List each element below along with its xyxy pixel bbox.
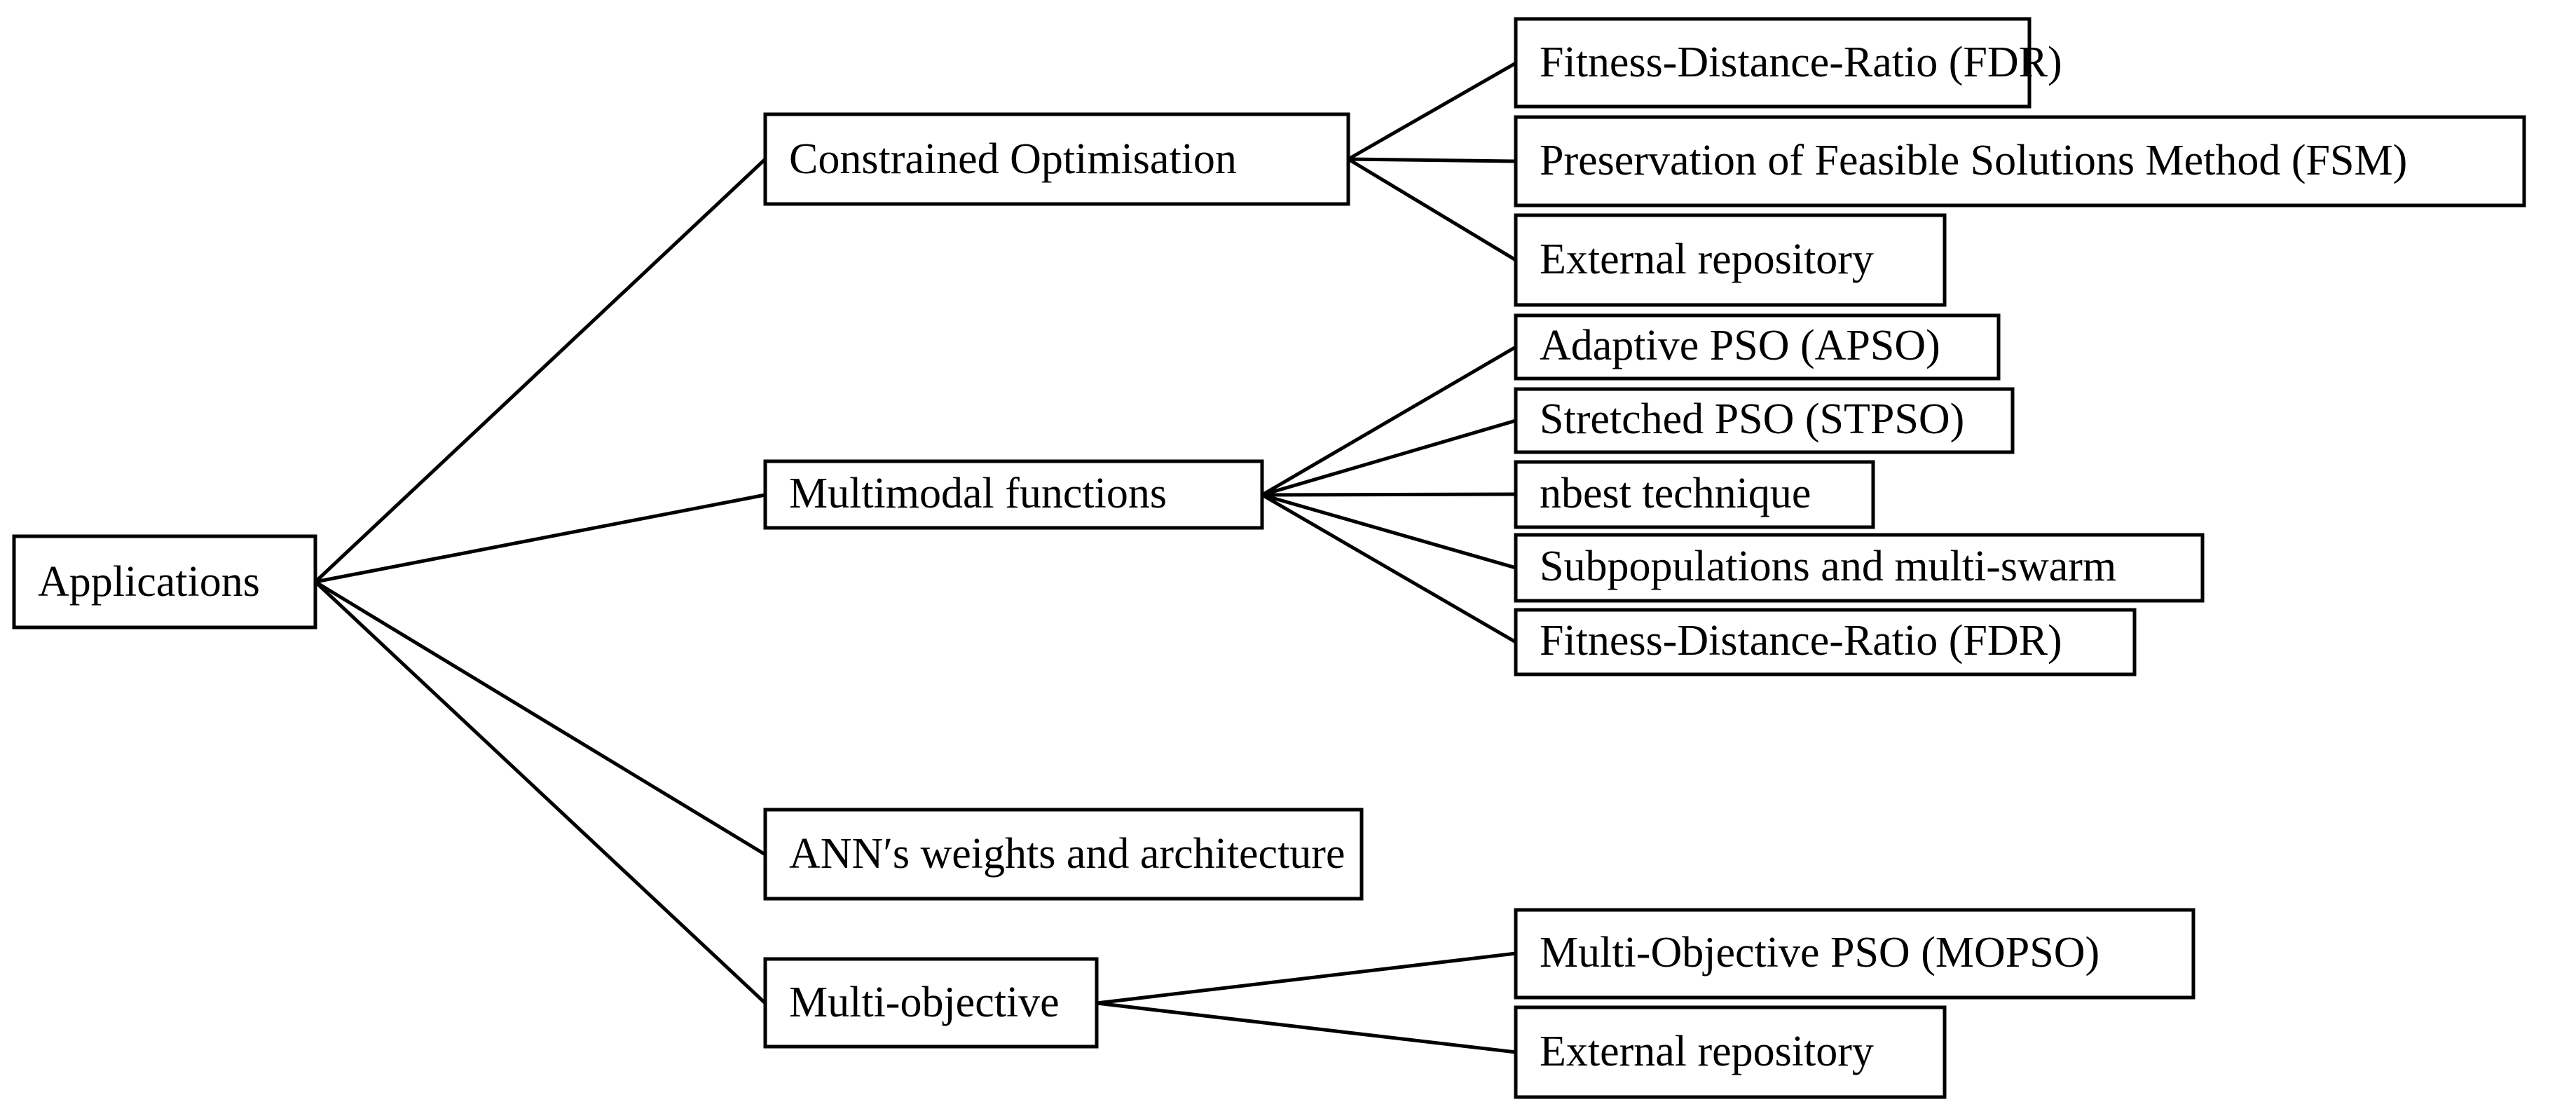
- node-label-external-repository-mo: External repository: [1540, 1028, 1874, 1075]
- node-fsm[interactable]: Preservation of Feasible Solutions Metho…: [1514, 115, 2526, 207]
- edge-group-constrained-optimisation: [1347, 61, 1517, 262]
- edge-applications-to-ann-weights-architecture: [314, 580, 767, 857]
- node-fdr-co[interactable]: Fitness-Distance-Ratio (FDR): [1514, 17, 2062, 109]
- node-multi-objective[interactable]: Multi-objective: [763, 957, 1099, 1049]
- node-label-subpopulations: Subpopulations and multi-swarm: [1540, 543, 2116, 590]
- node-box-fsm[interactable]: [1514, 115, 2526, 207]
- node-label-fdr-co: Fitness-Distance-Ratio (FDR): [1540, 39, 2062, 86]
- node-nbest[interactable]: nbest technique: [1514, 460, 1875, 529]
- node-label-ann-weights-architecture: ANN′s weights and architecture: [789, 830, 1345, 878]
- edge-multi-objective-to-mopso: [1096, 951, 1516, 1005]
- edge-constrained-optimisation-to-fsm: [1348, 157, 1516, 163]
- node-box-stpso[interactable]: [1514, 387, 2015, 454]
- node-apso[interactable]: Adaptive PSO (APSO): [1514, 313, 2001, 381]
- edge-multi-objective-to-external-repository-mo: [1096, 1001, 1516, 1054]
- node-box-fdr-mm[interactable]: [1514, 608, 2137, 676]
- node-box-multimodal-functions[interactable]: [763, 459, 1264, 530]
- node-applications[interactable]: Applications: [12, 534, 317, 630]
- edge-multimodal-functions-to-apso: [1261, 345, 1517, 497]
- node-label-stpso: Stretched PSO (STPSO): [1540, 395, 1964, 443]
- node-label-nbest: nbest technique: [1540, 470, 1811, 517]
- node-constrained-optimisation[interactable]: Constrained Optimisation: [763, 112, 1350, 206]
- edge-group-multi-objective: [1096, 951, 1516, 1054]
- node-box-constrained-optimisation[interactable]: [763, 112, 1350, 206]
- edge-constrained-optimisation-to-fdr-co: [1347, 61, 1517, 161]
- node-label-fsm: Preservation of Feasible Solutions Metho…: [1540, 137, 2407, 184]
- node-box-fdr-co[interactable]: [1514, 17, 2032, 109]
- edge-group-multimodal-functions: [1261, 345, 1517, 644]
- node-box-apso[interactable]: [1514, 313, 2001, 381]
- edge-multimodal-functions-to-subpopulations: [1261, 493, 1516, 570]
- edge-group-root: [314, 158, 767, 1005]
- node-box-external-repository-co[interactable]: [1514, 213, 1947, 307]
- node-label-external-repository-co: External repository: [1540, 236, 1874, 283]
- edge-applications-to-multimodal-functions: [315, 493, 766, 584]
- node-label-multimodal-functions: Multimodal functions: [789, 470, 1167, 517]
- edge-multimodal-functions-to-fdr-mm: [1261, 493, 1517, 644]
- edge-applications-to-constrained-optimisation: [314, 158, 767, 583]
- node-external-repository-mo[interactable]: External repository: [1514, 1005, 1947, 1099]
- edge-multimodal-functions-to-nbest: [1261, 492, 1516, 497]
- node-external-repository-co[interactable]: External repository: [1514, 213, 1947, 307]
- node-mopso[interactable]: Multi-Objective PSO (MOPSO): [1514, 908, 2195, 1000]
- node-stpso[interactable]: Stretched PSO (STPSO): [1514, 387, 2015, 454]
- node-fdr-mm[interactable]: Fitness-Distance-Ratio (FDR): [1514, 608, 2137, 676]
- node-box-multi-objective[interactable]: [763, 957, 1099, 1049]
- node-box-nbest[interactable]: [1514, 460, 1875, 529]
- node-box-applications[interactable]: [12, 534, 317, 630]
- node-label-mopso: Multi-Objective PSO (MOPSO): [1540, 929, 2099, 976]
- node-label-constrained-optimisation: Constrained Optimisation: [789, 135, 1237, 183]
- node-label-apso: Adaptive PSO (APSO): [1540, 322, 1940, 369]
- node-box-subpopulations[interactable]: [1514, 533, 2205, 603]
- node-multimodal-functions[interactable]: Multimodal functions: [763, 459, 1264, 530]
- node-box-external-repository-mo[interactable]: [1514, 1005, 1947, 1099]
- node-box-ann-weights-architecture[interactable]: [763, 808, 1364, 901]
- edge-constrained-optimisation-to-external-repository-co: [1347, 157, 1517, 262]
- node-label-multi-objective: Multi-objective: [789, 979, 1060, 1026]
- node-label-fdr-mm: Fitness-Distance-Ratio (FDR): [1540, 617, 2062, 665]
- node-box-mopso[interactable]: [1514, 908, 2195, 1000]
- node-ann-weights-architecture[interactable]: ANN′s weights and architecture: [763, 808, 1364, 901]
- edge-applications-to-multi-objective: [314, 580, 767, 1005]
- node-subpopulations[interactable]: Subpopulations and multi-swarm: [1514, 533, 2205, 603]
- node-label-applications: Applications: [38, 558, 260, 606]
- edge-multimodal-functions-to-stpso: [1261, 418, 1516, 497]
